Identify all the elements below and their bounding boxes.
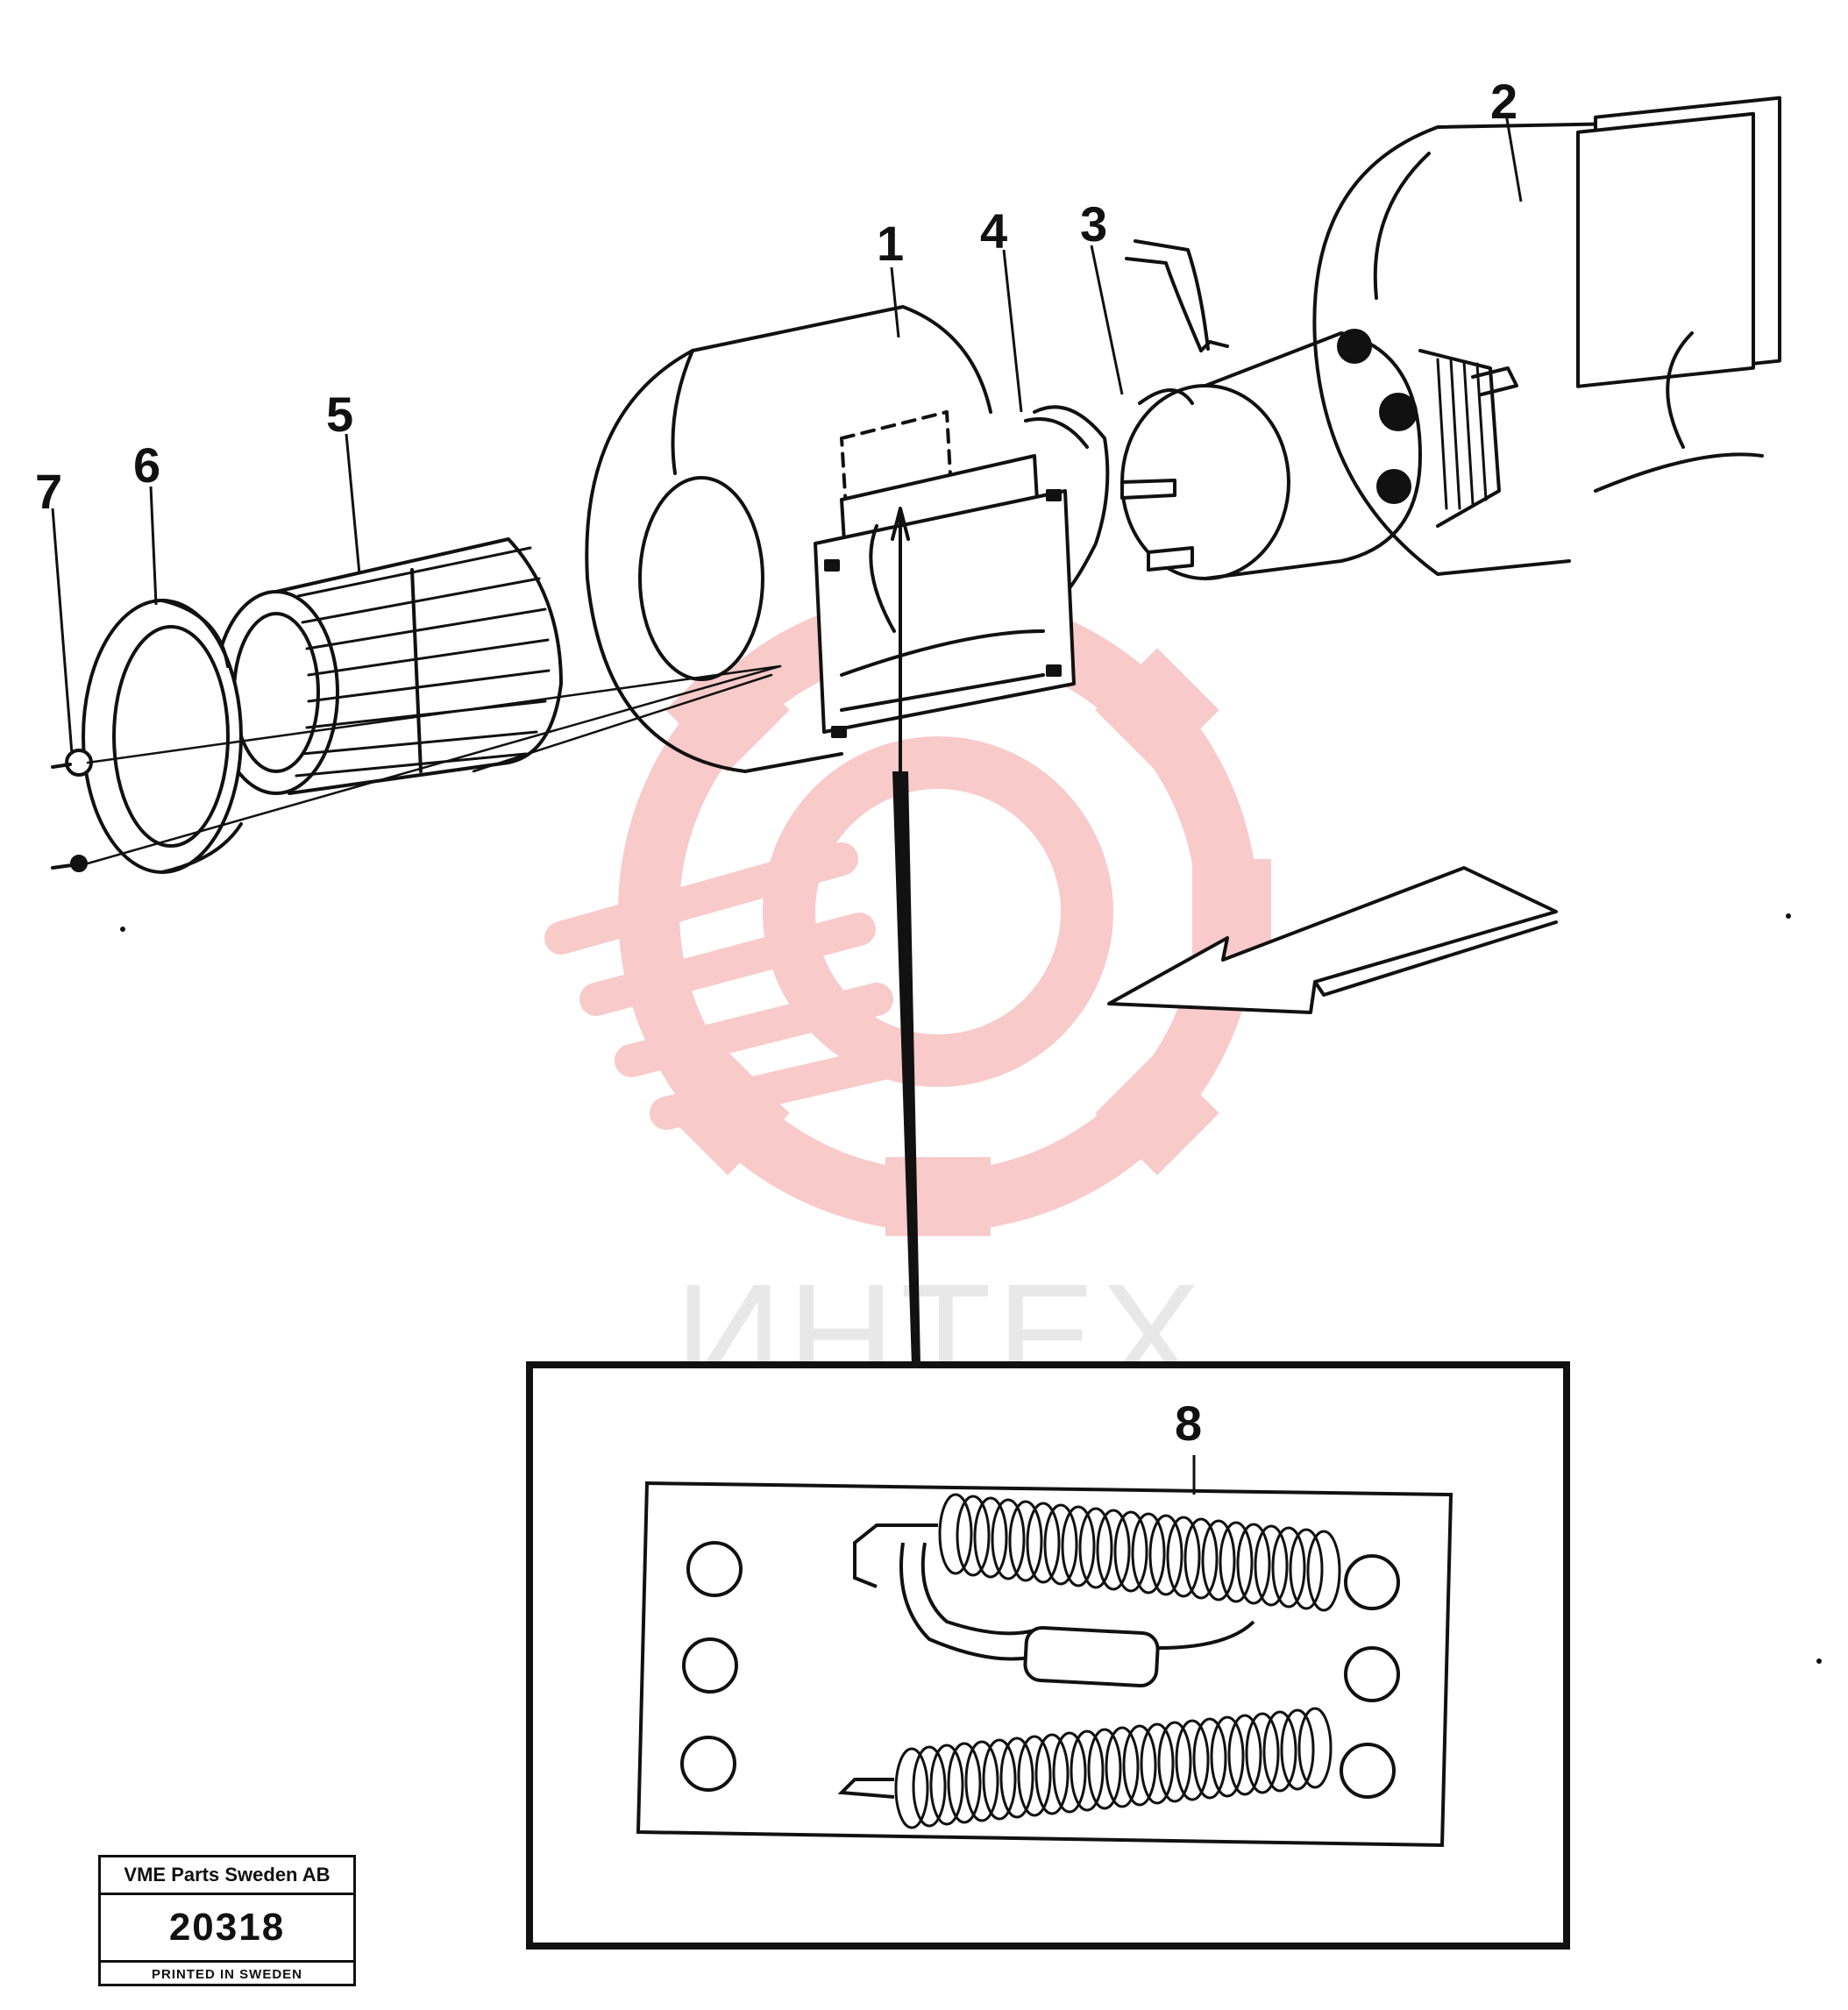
part-6-flange [82, 599, 243, 874]
callout-6: 6 [133, 437, 161, 493]
stamp-company: VME Parts Sweden AB [101, 1857, 353, 1895]
leader-to-detail [891, 507, 920, 1366]
callout-1: 1 [877, 216, 905, 271]
direction-arrow [1107, 866, 1558, 1014]
callout-2: 2 [1490, 74, 1518, 129]
callout-4: 4 [980, 203, 1008, 259]
callout-7: 7 [35, 464, 63, 519]
callout-5: 5 [326, 387, 354, 442]
part-1-housing [585, 305, 1076, 773]
part-3-motor [1120, 239, 1518, 580]
assembly-lines [86, 664, 782, 865]
part-2-housing [1312, 96, 1781, 576]
callout-8: 8 [1175, 1396, 1203, 1451]
part-8-heater-plate [636, 1481, 1454, 1848]
stamp-number: 20318 [101, 1895, 353, 1963]
callout-3: 3 [1080, 196, 1108, 252]
stamp-printed: PRINTED IN SWEDEN [151, 1967, 302, 1982]
part-7-screws [51, 749, 93, 872]
part-4-gasket [1024, 405, 1110, 607]
publisher-stamp: VME Parts Sweden AB 20318 PRINTED IN SWE… [98, 1855, 356, 1986]
